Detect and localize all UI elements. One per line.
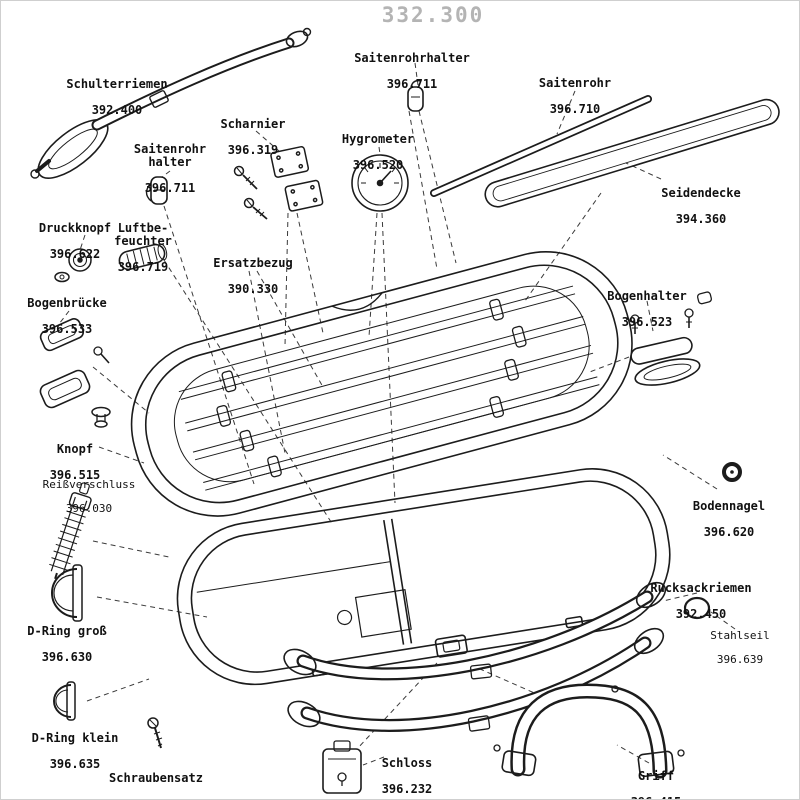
part-number: 396.624 xyxy=(109,798,203,800)
part-name: Seidendecke xyxy=(661,186,741,200)
part-name: Saitenrohrhalter xyxy=(354,51,470,65)
hinge-drawing xyxy=(233,146,324,220)
part-name: Bodennagel xyxy=(692,499,766,513)
label-bogenbruecke: Bogenbrücke 396.533 xyxy=(27,284,106,349)
drawing-number: 332.300 xyxy=(381,3,485,27)
part-name: Bogenbrücke xyxy=(27,296,107,310)
part-number: 396.520 xyxy=(352,158,404,172)
part-number: 396.030 xyxy=(65,502,113,515)
steel-cable-drawing xyxy=(683,596,711,620)
part-name: Schloss xyxy=(381,756,433,770)
part-number: 396.711 xyxy=(386,77,438,91)
part-name: Schulterriemen xyxy=(66,77,168,91)
part-number: 396.711 xyxy=(144,181,196,195)
part-number: 394.360 xyxy=(675,212,727,226)
part-name: Stahlseil xyxy=(710,629,770,642)
case-lid-drawing xyxy=(130,250,633,517)
string-tube-holder-top-drawing xyxy=(407,79,424,112)
label-rucksackriemen: Rucksackriemen 392.450 xyxy=(650,569,751,634)
part-name: Scharnier xyxy=(220,117,286,131)
part-name: Hygrometer xyxy=(341,132,415,146)
label-d-ring-gross: D-Ring groß 396.630 xyxy=(27,612,106,677)
humidifier-drawing xyxy=(118,243,168,271)
label-schraubensatz: Schraubensatz 396.624 xyxy=(109,759,203,800)
label-saitenrohrhalter-top: Saitenrohrhalter 396.711 xyxy=(354,39,470,104)
part-number: 390.330 xyxy=(227,282,279,296)
label-d-ring-klein: D-Ring klein 396.635 xyxy=(32,719,119,784)
label-seidendecke: Seidendecke 394.360 xyxy=(661,174,740,239)
part-name: D-Ring klein xyxy=(31,731,119,745)
snap-button-drawing xyxy=(54,248,92,283)
zipper-drawing xyxy=(49,482,92,580)
label-schloss: Schloss 396.232 xyxy=(381,744,433,799)
label-bogenhalter: Bogenhalter 396.523 xyxy=(607,277,686,342)
shoulder-strap-drawing xyxy=(30,27,312,179)
knob-drawing xyxy=(91,406,111,428)
string-tube-drawing xyxy=(430,95,652,197)
d-ring-large-drawing xyxy=(51,564,83,622)
part-number: 392.400 xyxy=(91,103,143,117)
hygrometer-drawing xyxy=(351,154,409,212)
bow-bridge-drawing xyxy=(39,318,110,409)
part-name: Ersatzbezug xyxy=(213,256,293,270)
part-number: 392.450 xyxy=(675,607,727,621)
case-bottom-drawing xyxy=(176,468,671,686)
label-saitenrohrhalter-left: Saitenrohr halter 396.711 xyxy=(134,130,206,208)
label-schulterriemen: Schulterriemen 392.400 xyxy=(66,65,167,130)
part-number: 396.710 xyxy=(549,102,601,116)
part-name: Druckknopf xyxy=(38,221,112,235)
label-stahlseil: Stahlseil 396.639 xyxy=(710,618,770,678)
part-number: 396.232 xyxy=(381,782,433,796)
part-name: Schraubensatz xyxy=(109,771,203,785)
d-ring-small-drawing xyxy=(53,681,76,721)
part-number: 396.622 xyxy=(49,247,101,261)
part-number: 396.630 xyxy=(41,650,93,664)
part-number: 396.523 xyxy=(621,315,673,329)
handle-drawing xyxy=(493,683,685,779)
label-ersatzbezug: Ersatzbezug 390.330 xyxy=(213,244,292,309)
label-griff: Griff 396.415 xyxy=(631,757,682,800)
part-number: 396.319 xyxy=(227,143,279,157)
label-reissverschluss: Reißverschluss 396.030 xyxy=(43,467,136,527)
string-tube-holder-left-drawing xyxy=(145,176,168,205)
label-druckknopf: Druckknopf 396.622 xyxy=(39,209,111,274)
part-number: 396.620 xyxy=(703,525,755,539)
part-number: 396.635 xyxy=(49,757,101,771)
label-saitenrohr: Saitenrohr 396.710 xyxy=(539,64,611,129)
part-name: Saitenrohr xyxy=(538,76,612,90)
lock-drawing xyxy=(322,740,362,794)
part-name: Saitenrohr halter xyxy=(133,142,207,169)
part-name: Reißverschluss xyxy=(42,478,136,491)
part-name: Griff xyxy=(637,769,675,783)
part-number: 396.515 xyxy=(49,468,101,482)
part-name: D-Ring groß xyxy=(27,624,107,638)
part-number: 396.639 xyxy=(716,653,764,666)
part-number: 396.415 xyxy=(631,796,682,800)
label-scharnier: Scharnier 396.319 xyxy=(220,105,285,170)
part-name: Knopf xyxy=(56,442,94,456)
part-name: Bogenhalter xyxy=(607,289,687,303)
part-number: 396.719 xyxy=(117,260,169,274)
part-name: Luftbe- feuchter xyxy=(114,221,172,248)
part-number: 396.533 xyxy=(41,322,93,336)
label-hygrometer: Hygrometer 396.520 xyxy=(342,120,414,185)
label-luftbefeuchter: Luftbe- feuchter 396.719 xyxy=(114,209,172,287)
bottom-nail-drawing xyxy=(722,462,742,482)
backpack-straps-drawing xyxy=(283,581,667,732)
label-bodennagel: Bodennagel 396.620 xyxy=(693,487,765,552)
part-name: Rucksackriemen xyxy=(650,581,752,595)
silk-cover-drawing xyxy=(484,98,780,208)
screw-set-drawing xyxy=(147,717,163,749)
label-knopf: Knopf 396.515 xyxy=(50,430,101,495)
bow-holder-drawing xyxy=(630,291,713,386)
